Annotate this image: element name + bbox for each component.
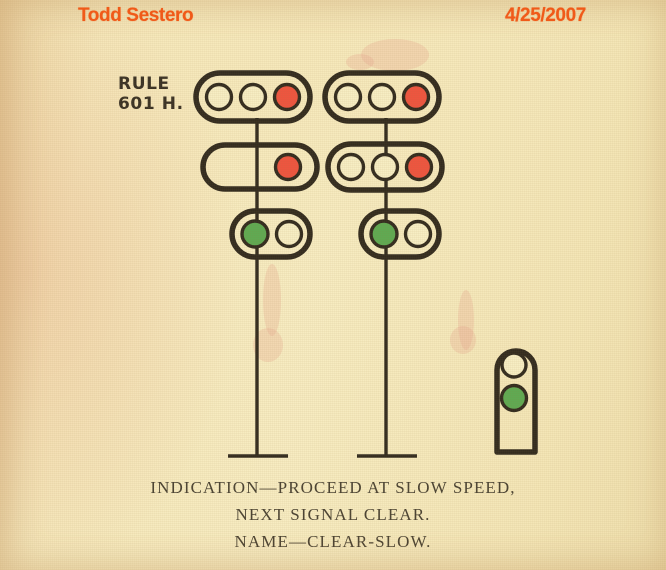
lamp-white (274, 219, 304, 249)
right-mast-signal[interactable] (322, 70, 445, 458)
right-top-head[interactable] (322, 70, 442, 124)
left-mast-signal[interactable] (193, 70, 320, 458)
right-bottom-head[interactable] (358, 208, 442, 260)
bleed-through-ghosts (253, 39, 476, 362)
left-bottom-head[interactable] (229, 208, 313, 260)
lamp-green (240, 219, 270, 249)
lamp-green (369, 219, 399, 249)
lamp-green (499, 383, 529, 413)
left-middle-head[interactable] (200, 142, 320, 192)
lamp-white (336, 152, 366, 182)
lamp-white (403, 219, 433, 249)
lamp-red (272, 82, 302, 112)
caption-line-name: NAME—CLEAR-SLOW. (234, 532, 432, 551)
lamp-red (273, 152, 303, 182)
rule-label: RULE 601 H. (118, 74, 184, 114)
left-top-head[interactable] (193, 70, 313, 124)
lamp-red (404, 152, 434, 182)
lamp-white (333, 82, 363, 112)
lamp-white (500, 351, 528, 379)
caption-line-next-signal: NEXT SIGNAL CLEAR. (235, 505, 431, 524)
annotation-author: Todd Sestero (78, 5, 194, 26)
annotation-date: 4/25/2007 (505, 5, 586, 26)
lamp-white (370, 152, 400, 182)
lamp-white (367, 82, 397, 112)
lamp-white (238, 82, 268, 112)
caption-block: INDICATION—PROCEED AT SLOW SPEED, NEXT S… (0, 474, 666, 555)
lamp-red (401, 82, 431, 112)
lamp-white (204, 82, 234, 112)
caption-line-indication: INDICATION—PROCEED AT SLOW SPEED, (150, 478, 516, 497)
dwarf-signal[interactable] (494, 348, 538, 455)
right-middle-head[interactable] (325, 141, 445, 193)
